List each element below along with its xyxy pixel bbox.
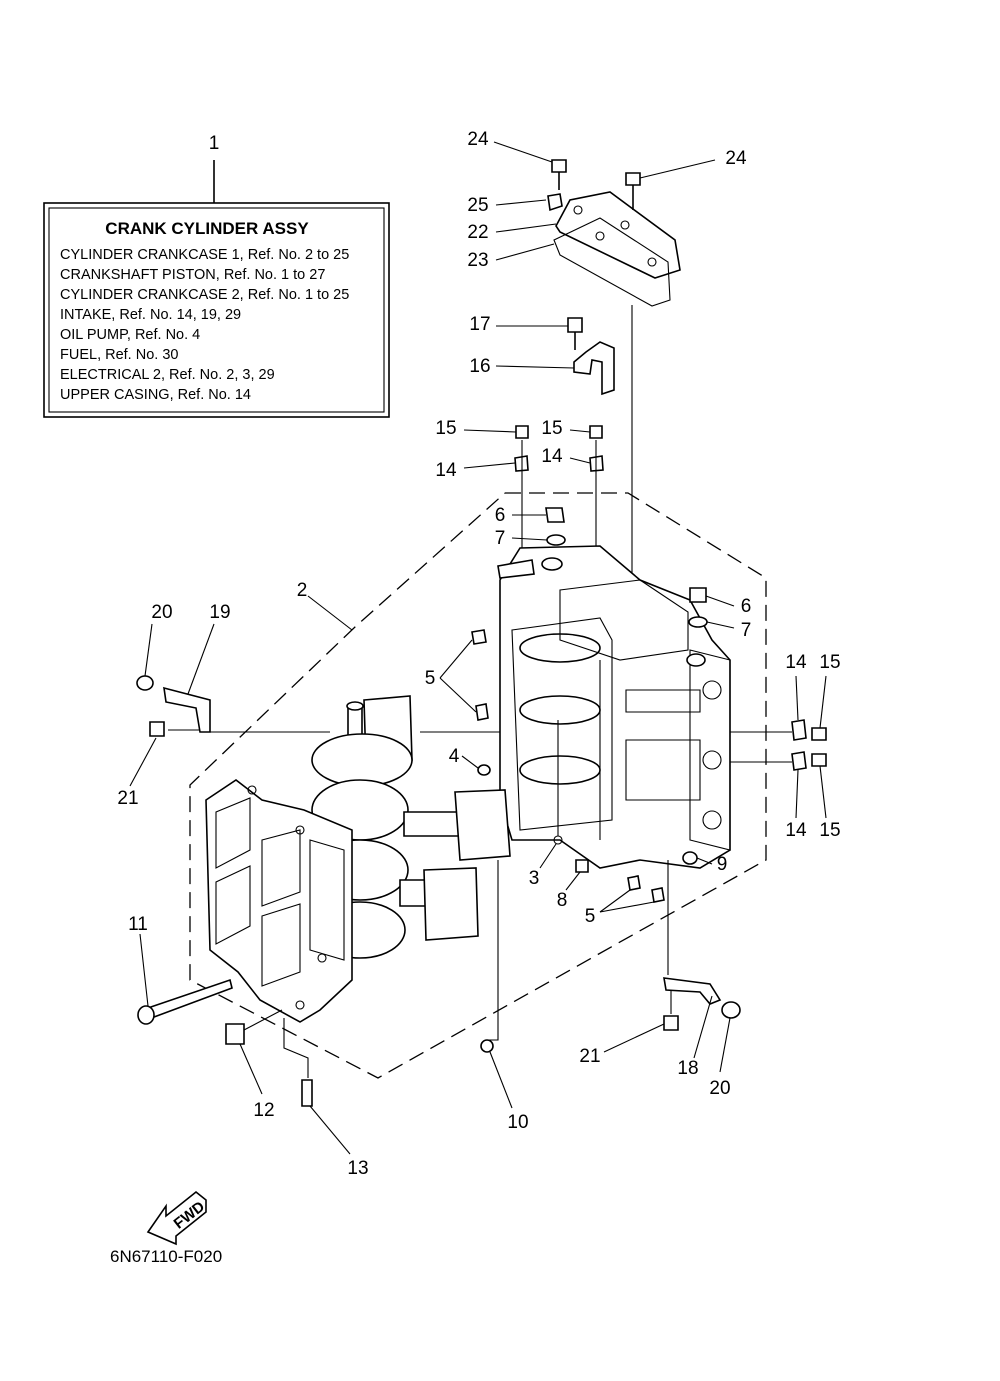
callout-7: 7 (741, 620, 752, 641)
drawing-code: 6N67110-F020 (110, 1247, 222, 1266)
cylinder-cover-group (547, 159, 681, 590)
callout-15: 15 (541, 418, 562, 439)
callout-13: 13 (347, 1158, 368, 1179)
callout-17: 17 (469, 314, 490, 335)
legend-line: ELECTRICAL 2, Ref. No. 2, 3, 29 (60, 367, 275, 383)
callout-9: 9 (717, 854, 728, 875)
legend-line: INTAKE, Ref. No. 14, 19, 29 (60, 307, 241, 323)
callout-4: 4 (449, 746, 460, 767)
callout-5: 5 (585, 906, 596, 927)
legend-line: OIL PUMP, Ref. No. 4 (60, 327, 200, 343)
callout-14: 14 (785, 652, 807, 673)
legend-line: CYLINDER CRANKCASE 2, Ref. No. 1 to 25 (60, 287, 349, 303)
callout-25: 25 (467, 195, 488, 216)
callout-6: 6 (741, 596, 752, 617)
assembly-dashed-outline (189, 492, 767, 1079)
callout-15: 15 (435, 418, 456, 439)
callout-21: 21 (579, 1046, 600, 1067)
callout-1: 1 (209, 133, 220, 154)
callout-numbers: 24 24 25 22 23 17 16 15 15 14 14 6 7 2 6… (117, 129, 840, 1179)
legend-title: CRANK CYLINDER ASSY (105, 219, 309, 238)
fwd-label: FWD (171, 1198, 209, 1233)
callout-24: 24 (467, 129, 489, 150)
callout-11: 11 (128, 914, 148, 935)
upper-bolt-and-clip-group (514, 425, 604, 570)
crankcase-1 (205, 779, 353, 1023)
bracket-16-group (567, 317, 615, 396)
callout-2: 2 (297, 580, 308, 601)
legend-outer-frame (43, 202, 390, 418)
callout-22: 22 (467, 222, 488, 243)
callout-24: 24 (725, 148, 747, 169)
legend-line: CRANKSHAFT PISTON, Ref. No. 1 to 27 (60, 267, 325, 283)
assembly-legend-box: 1 CRANK CYLINDER ASSY CYLINDER CRANKCASE… (43, 133, 390, 418)
callout-16: 16 (469, 356, 490, 377)
callout-18: 18 (677, 1058, 698, 1079)
callout-15: 15 (819, 820, 840, 841)
callout-5: 5 (425, 668, 436, 689)
small-parts (136, 587, 827, 1107)
callout-21: 21 (117, 788, 138, 809)
legend-line: UPPER CASING, Ref. No. 14 (60, 387, 251, 403)
callout-15: 15 (819, 652, 840, 673)
legend-line: FUEL, Ref. No. 30 (60, 347, 178, 363)
callout-20: 20 (709, 1078, 730, 1099)
callout-7: 7 (495, 528, 506, 549)
callout-14: 14 (435, 460, 457, 481)
legend-line: CYLINDER CRANKCASE 1, Ref. No. 2 to 25 (60, 247, 349, 263)
legend-inner-frame (48, 207, 385, 413)
callout-leaders (129, 141, 827, 1155)
crankshaft (311, 695, 511, 959)
callout-10: 10 (507, 1112, 528, 1133)
callout-14: 14 (541, 446, 563, 467)
callout-3: 3 (529, 868, 540, 889)
callout-12: 12 (253, 1100, 274, 1121)
callout-23: 23 (467, 250, 488, 271)
callout-14: 14 (785, 820, 807, 841)
callout-20: 20 (151, 602, 172, 623)
fwd-arrow-icon: FWD (146, 1190, 209, 1246)
callout-8: 8 (557, 890, 568, 911)
callout-19: 19 (209, 602, 230, 623)
callout-6: 6 (495, 505, 506, 526)
